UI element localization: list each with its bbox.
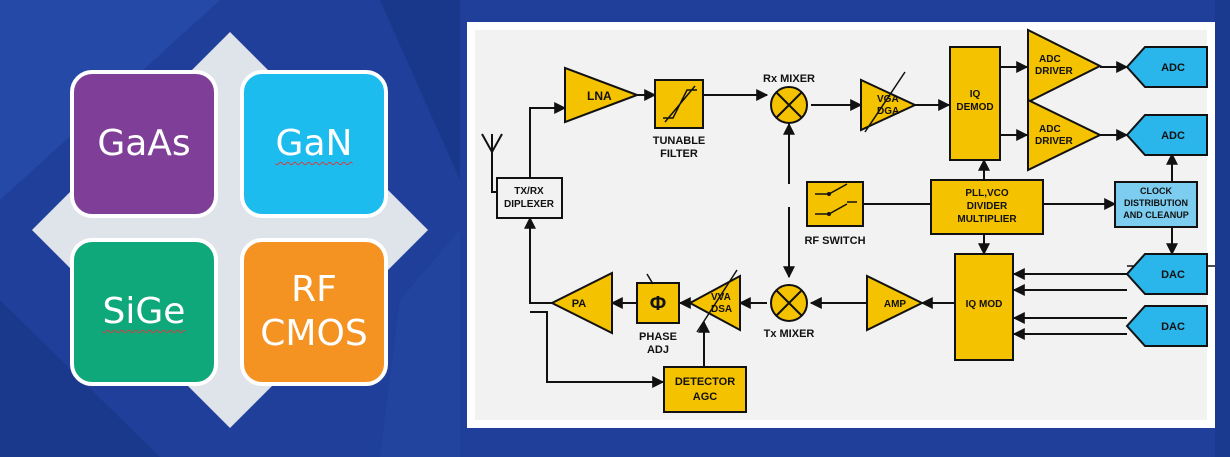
- tunable-filter-label-line1: TUNABLE: [653, 135, 706, 147]
- adc-driver-top-block: [1027, 28, 1103, 104]
- adc-bottom-block: [1125, 114, 1208, 156]
- detector-label-line1: DETECTOR: [675, 376, 735, 388]
- adc-driver-bottom-label-line2: DRIVER: [1035, 136, 1074, 147]
- pa-block: [549, 271, 613, 335]
- amp-label: AMP: [884, 299, 907, 310]
- clock-label-line3: AND CLEANUP: [1123, 210, 1189, 220]
- amp-block: [866, 274, 925, 332]
- tx-mixer-icon: [775, 289, 803, 317]
- dac-bottom-label: DAC: [1161, 321, 1185, 333]
- rf-transceiver-block-diagram: LNA TUNABLE FILTER Rx MIXER VGA DGA IQ D…: [467, 22, 1215, 428]
- phase-adj-label-line1: PHASE: [639, 331, 677, 343]
- tunable-filter-label-line2: FILTER: [660, 148, 698, 160]
- diplexer-block: [496, 177, 563, 219]
- tunable-filter-block: [654, 79, 704, 129]
- tile-sige: SiGe: [70, 238, 218, 386]
- vga-label-line2: DGA: [877, 106, 899, 117]
- iq-demod-label-line2: DEMOD: [956, 102, 993, 113]
- tile-gan-label: GaN: [275, 123, 353, 164]
- pll-label-line3: MULTIPLIER: [957, 214, 1017, 225]
- vva-label-line2: DSA: [711, 304, 732, 315]
- detector-label-line2: AGC: [693, 391, 718, 403]
- iq-mod-block: [954, 253, 1014, 361]
- adc-driver-top-label-line2: DRIVER: [1035, 66, 1074, 77]
- phase-adj-label-line2: ADJ: [647, 344, 669, 356]
- iq-demod-block: [949, 46, 1001, 161]
- tile-rfcmos-label-line2: CMOS: [260, 313, 368, 354]
- vva-label-line1: VVA: [711, 292, 731, 303]
- lna-label: LNA: [587, 89, 612, 103]
- phase-adj-block: [636, 282, 680, 324]
- adc-driver-bottom-block: [1027, 98, 1103, 172]
- iq-mod-label: IQ MOD: [966, 299, 1003, 310]
- vga-adjust-arrow: [864, 71, 906, 133]
- filter-icon: [663, 85, 697, 123]
- tile-sige-label: SiGe: [102, 291, 186, 332]
- iq-demod-label-line1: IQ: [970, 89, 981, 100]
- pll-label-line1: PLL,VCO: [965, 188, 1009, 199]
- adc-top-block: [1125, 46, 1208, 88]
- tile-gan: GaN: [240, 70, 388, 218]
- phase-symbol-icon: Φ: [650, 293, 666, 315]
- tx-mixer-label: Tx MIXER: [764, 328, 815, 340]
- antenna-icon: [481, 133, 503, 193]
- tile-gaas-label: GaAs: [97, 123, 191, 164]
- adc-bottom-label: ADC: [1161, 130, 1185, 142]
- diplexer-label-line2: DIPLEXER: [504, 199, 555, 210]
- rf-switch-label: RF SWITCH: [804, 235, 865, 247]
- detector-block: [663, 366, 747, 413]
- phase-adjust-arrow: [646, 273, 654, 285]
- dac-bottom-block: [1125, 305, 1208, 347]
- pll-label-line2: DIVIDER: [967, 201, 1008, 212]
- clock-label-line1: CLOCK: [1140, 186, 1172, 196]
- clock-label-line2: DISTRIBUTION: [1124, 198, 1188, 208]
- pa-label: PA: [572, 298, 587, 310]
- rx-mixer-label: Rx MIXER: [763, 73, 815, 85]
- tile-rfcmos-label-line1: RF: [291, 269, 337, 310]
- lna-block: [564, 66, 640, 124]
- tile-rfcmos: RF CMOS: [240, 238, 388, 386]
- clock-block: [1114, 181, 1198, 228]
- vva-adjust-arrow: [696, 269, 738, 333]
- diplexer-label-line1: TX/RX: [514, 186, 544, 197]
- dac-top-label: DAC: [1161, 269, 1185, 281]
- dac-top-block: [1125, 253, 1208, 295]
- rf-switch-block: [806, 181, 864, 227]
- rx-mixer-icon: [775, 91, 803, 119]
- vga-label-line1: VGA: [877, 94, 899, 105]
- adc-driver-top-label-line1: ADC: [1039, 54, 1061, 65]
- adc-top-label: ADC: [1161, 62, 1185, 74]
- pll-block: [930, 179, 1044, 235]
- adc-driver-bottom-label-line1: ADC: [1039, 124, 1061, 135]
- tile-gaas: GaAs: [70, 70, 218, 218]
